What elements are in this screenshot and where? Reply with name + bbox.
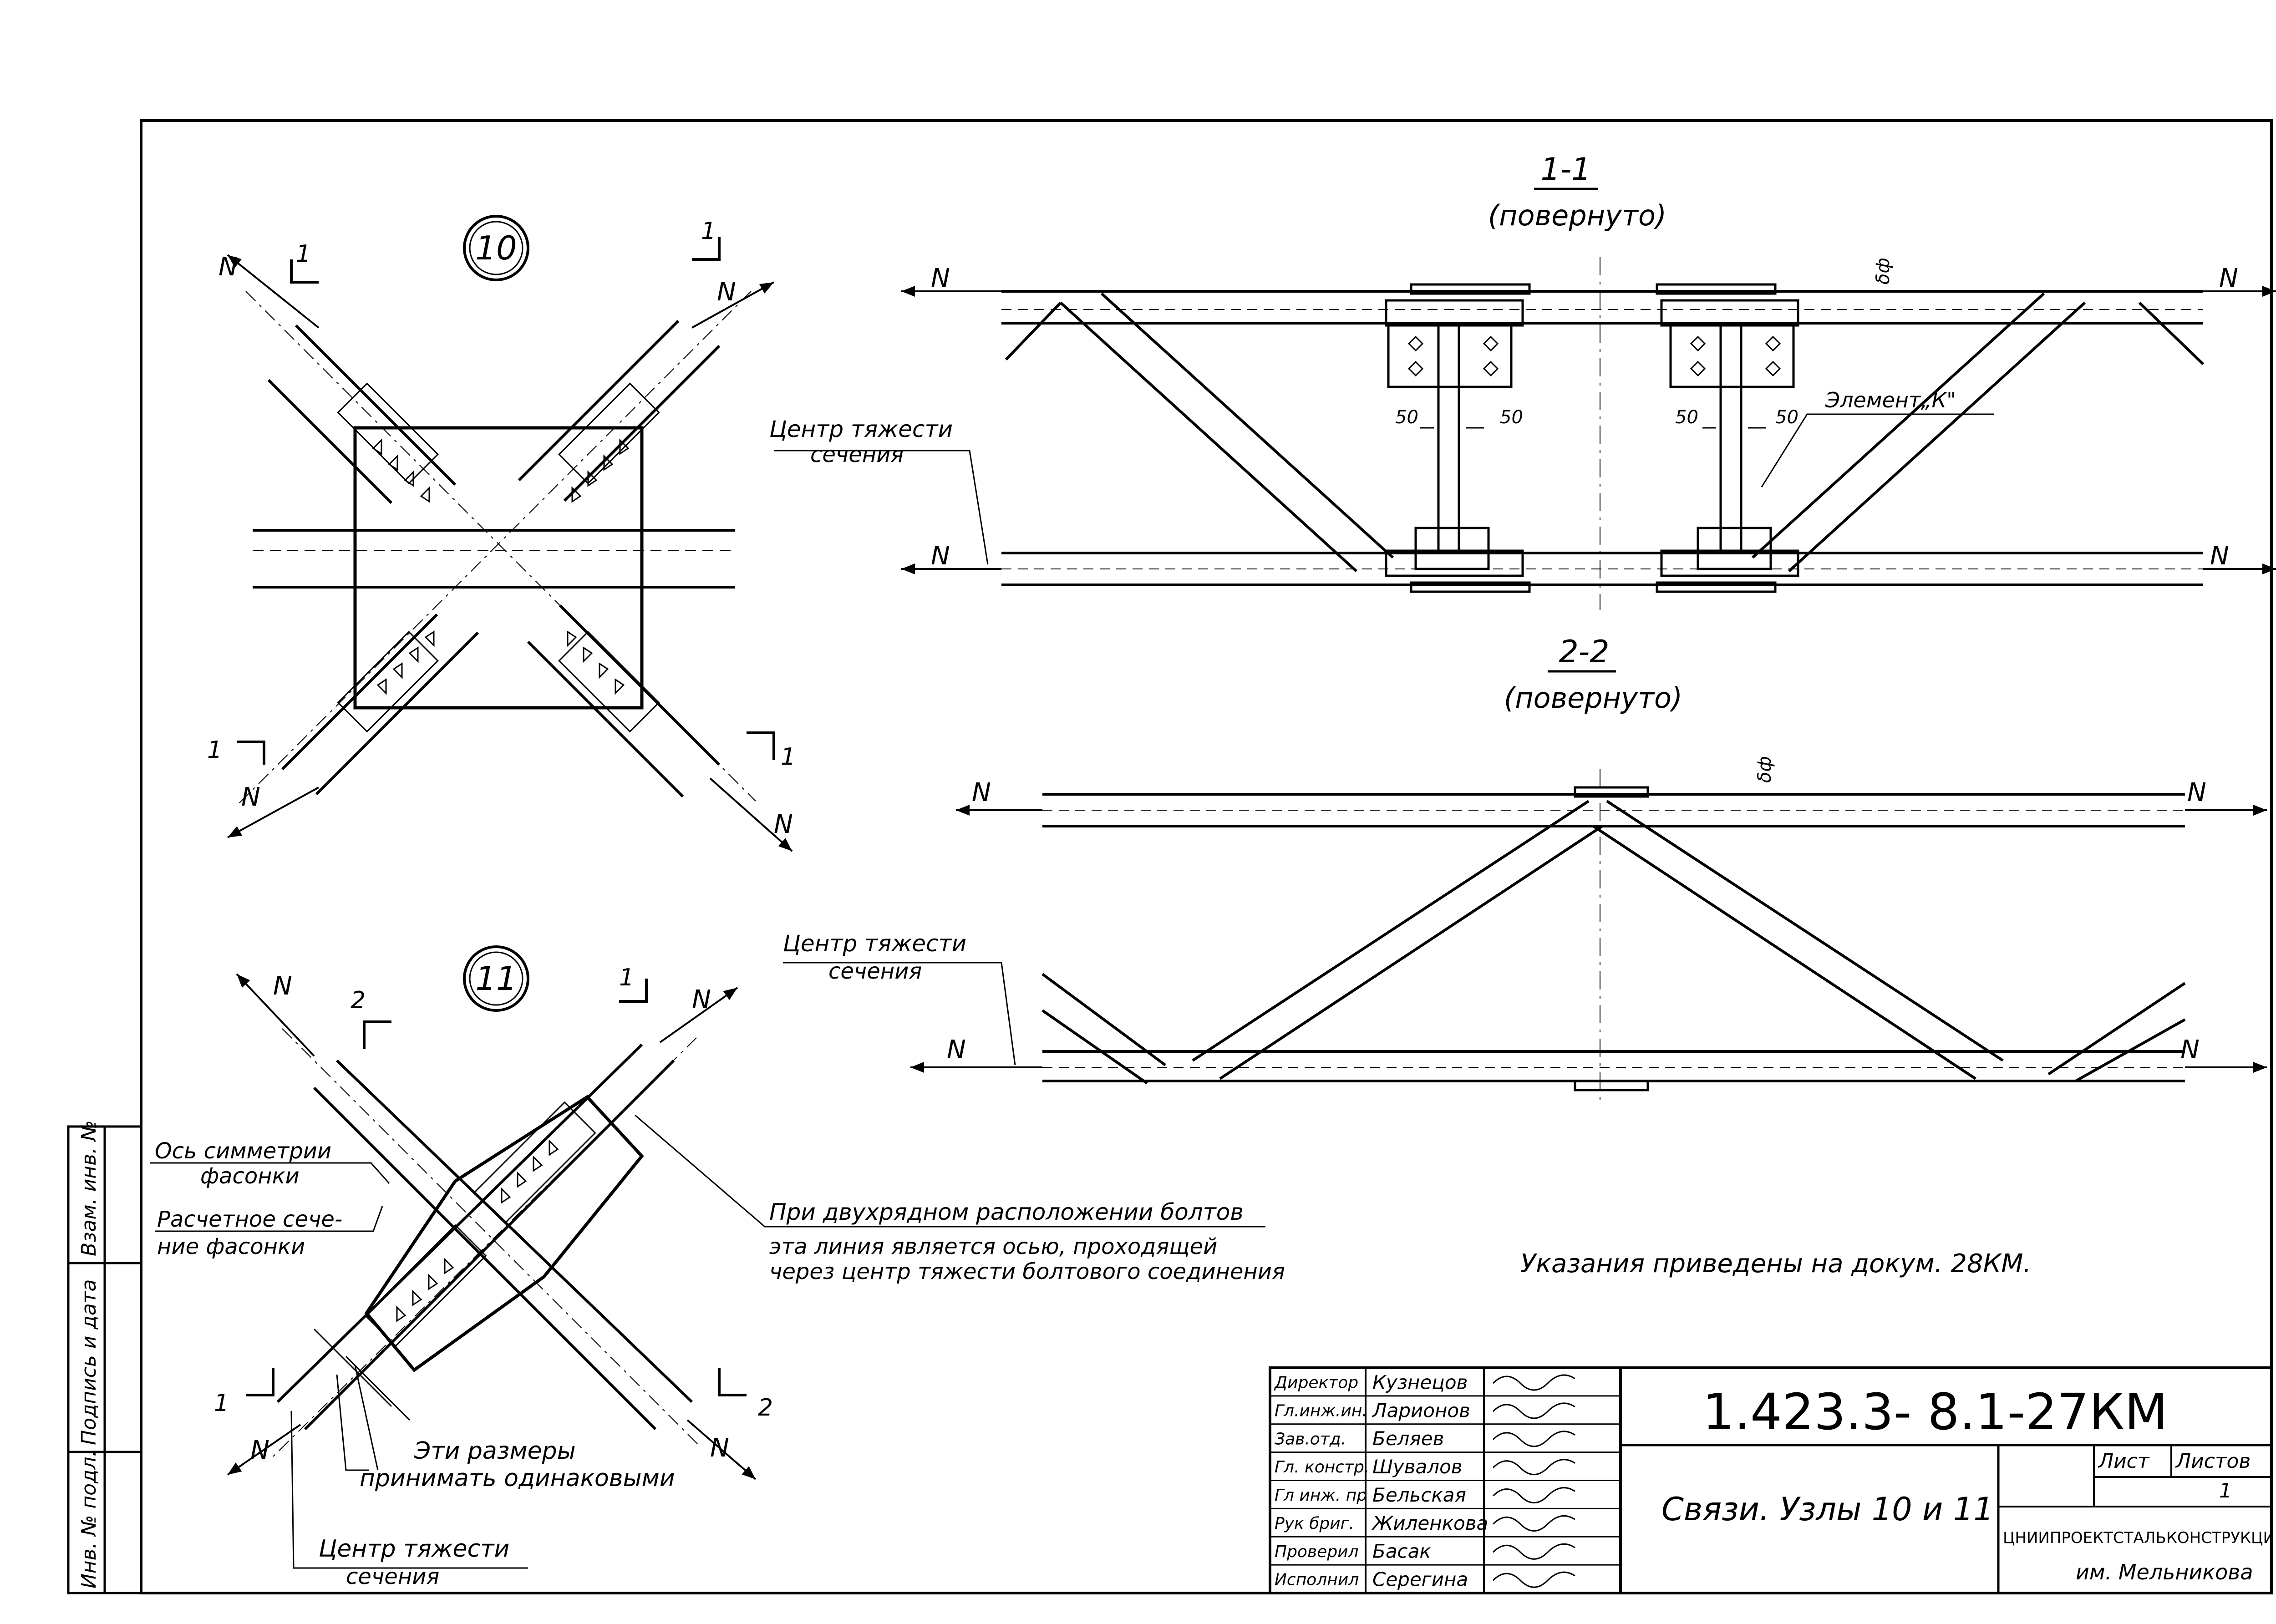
section-2-2-force-n-3: N [2187,778,2206,807]
side-stamp [67,1125,142,1594]
signature-mark [1492,1374,1575,1391]
title-block-name: Беляев [1372,1427,1444,1450]
section-2-2-subtitle: (повернуто) [1504,681,1682,715]
title-block-name: Серегина [1372,1568,1468,1591]
side-stamp-field-3: Инв. № подл. [77,1450,101,1588]
node-11-drawing [150,973,1265,1569]
section-1-1-force-n-1: N [931,264,950,293]
section-1-1-subtitle: (повернуто) [1488,199,1666,232]
title-block-role: Исполнил [1275,1571,1359,1589]
section-1-1-drawing [774,257,2276,610]
note-symmetry-axis-2: фасонки [200,1163,300,1189]
node-10-force-n-3: N [241,782,260,812]
org-subname: им. Мельникова [2076,1560,2253,1584]
section-1-1-center-1: Центр тяжести [769,416,953,442]
note-bolt-rows-1: При двухрядном расположении болтов [769,1199,1244,1225]
section-1-1-dim-right-1: 50 [1500,407,1523,428]
title-block-name: Жиленкова [1371,1512,1488,1534]
node-11-cut-1b: 1 [214,1390,229,1417]
sheets-label: Листов [2175,1450,2251,1473]
section-1-1-force-n-3: N [2219,264,2238,293]
title-block-name: Кузнецов [1372,1371,1468,1393]
node-11-cut-2a: 2 [351,987,366,1014]
node-10-force-n-2: N [717,277,736,307]
node-11-number-circle: 11 [463,945,529,1012]
node-10-drawing [227,237,793,852]
node-10-force-n-1: N [218,252,238,282]
node-11-force-n-2: N [692,985,711,1015]
section-2-2-center-1: Центр тяжести [783,930,966,957]
signature-mark [1492,1459,1575,1475]
section-1-1-dim-left-1: 50 [1395,407,1418,428]
node-11-force-n-3: N [250,1436,269,1465]
section-2-2-drawing [783,769,2267,1101]
node-11-cut-2b: 2 [758,1394,773,1421]
node-11-force-n-4: N [710,1433,729,1463]
section-2-2-title: 2-2 [1559,634,1609,670]
org-name: ЦНИИПРОЕКТСТАЛЬКОНСТРУКЦИЯ [2003,1529,2276,1547]
node-10-cut-1d: 1 [781,743,796,771]
node-10-cut-1a: 1 [296,240,311,268]
side-stamp-field-1: Взам. инв. № [77,1120,101,1256]
signature-mark [1492,1543,1575,1560]
title-block-name: Ларионов [1372,1399,1470,1421]
title-block-role: Гл.инж.ин. [1275,1401,1367,1420]
title-block-name: Бельская [1372,1484,1466,1506]
title-block-role: Рук бриг. [1275,1514,1354,1533]
signature-mark [1492,1571,1575,1588]
note-design-section-2: ние фасонки [157,1234,305,1259]
title-block-name: Басак [1372,1540,1431,1563]
title-block-role: Проверил [1275,1543,1359,1561]
sheet-frame [140,119,2273,1594]
section-1-1-force-n-2: N [931,541,950,571]
note-symmetry-axis-1: Ось симметрии [155,1138,331,1164]
sheets-value: 1 [2219,1479,2232,1502]
section-1-1-center-2: сечения [810,442,904,467]
section-2-2-force-n-2: N [947,1035,966,1065]
signature-mark [1492,1515,1575,1532]
section-1-1-thickness: δф [1873,258,1894,284]
signature-mark [1492,1431,1575,1447]
node-10-number: 10 [475,229,517,267]
section-1-1-element-k: Элемент„К" [1825,388,1956,412]
main-note: Указания приведены на докум. 28КМ. [1520,1249,2031,1279]
node-11-number: 11 [475,959,517,998]
note-center-gravity-1: Центр тяжести [319,1535,509,1563]
side-stamp-field-2: Подпись и дата [77,1279,101,1445]
signature-mark [1492,1402,1575,1419]
title-block-role: Гл. констр. [1275,1458,1369,1477]
signature-mark [1492,1487,1575,1503]
section-1-1-dim-left-2: 50 [1675,407,1698,428]
section-2-2-force-n-4: N [2180,1035,2200,1065]
sheet-title: Связи. Узлы 10 и 11 [1661,1491,1994,1528]
section-2-2-thickness: δф [1754,756,1775,783]
section-2-2-force-n-1: N [972,778,991,807]
section-1-1-force-n-4: N [2210,541,2229,571]
note-bolt-rows-2: эта линия является осью, проходящей [769,1234,1217,1259]
title-block-role: Зав.отд. [1275,1430,1346,1448]
note-equal-dims-1: Эти размеры [414,1437,576,1465]
node-10-cut-1b: 1 [701,218,716,245]
section-1-1-title: 1-1 [1540,152,1591,188]
node-11-cut-1a: 1 [619,964,634,991]
title-block-name: Шувалов [1372,1456,1463,1478]
node-10-number-circle: 10 [463,215,529,281]
title-block-role: Директор [1274,1374,1358,1392]
note-design-section-1: Расчетное сече- [157,1207,342,1232]
node-11-force-n-1: N [273,971,292,1001]
note-equal-dims-2: принимать одинаковыми [360,1465,675,1492]
sheet-label: Лист [2098,1450,2150,1473]
node-10-cut-1c: 1 [207,736,222,764]
doc-code: 1.423.3- 8.1-27КМ [1702,1383,2168,1441]
note-center-gravity-2: сечения [346,1564,439,1589]
note-bolt-rows-3: через центр тяжести болтового соединения [769,1259,1285,1284]
title-block-role: Гл инж. пр [1275,1486,1367,1505]
section-2-2-center-2: сечения [828,959,922,984]
section-1-1-dim-right-2: 50 [1775,407,1798,428]
node-10-force-n-4: N [774,810,793,839]
